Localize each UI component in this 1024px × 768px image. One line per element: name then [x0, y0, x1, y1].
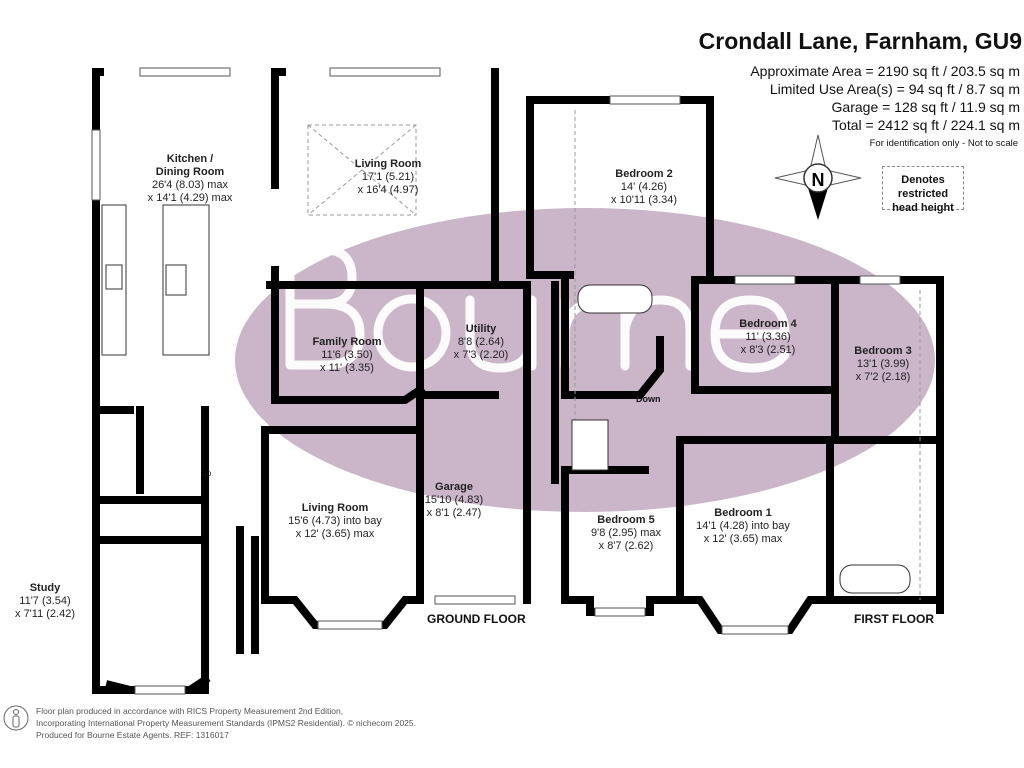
compass-rose: N	[774, 134, 862, 220]
footer-line-2: Incorporating International Property Mea…	[36, 718, 416, 728]
legend-line-1: Denotes restricted	[897, 174, 949, 200]
first-floor-label: FIRST FLOOR	[854, 612, 934, 626]
stairs-down-label: Down	[636, 394, 661, 404]
area-approximate: Approximate Area = 2190 sq ft / 203.5 sq…	[750, 63, 1020, 79]
footer-line-3: Produced for Bourne Estate Agents. REF: …	[36, 730, 229, 740]
footer-disclaimer: Floor plan produced in accordance with R…	[36, 705, 416, 741]
fixtures	[101, 204, 911, 594]
compass-north-label: N	[812, 170, 825, 190]
footer-line-1: Floor plan produced in accordance with R…	[36, 706, 344, 716]
area-summary: Approximate Area = 2190 sq ft / 203.5 sq…	[750, 62, 1020, 134]
ground-floor-label: GROUND FLOOR	[427, 612, 526, 626]
stairs-up-label: Up	[201, 469, 212, 478]
property-title: Crondall Lane, Farnham, GU9	[698, 28, 1022, 54]
area-garage: Garage = 128 sq ft / 11.9 sq m	[831, 99, 1020, 115]
windows	[91, 67, 901, 695]
area-total: Total = 2412 sq ft / 224.1 sq m	[832, 117, 1020, 133]
legend-line-2: head height	[892, 202, 954, 214]
area-limited-use: Limited Use Area(s) = 94 sq ft / 8.7 sq …	[769, 81, 1020, 97]
restricted-height-legend: Denotes restricted head height	[882, 166, 964, 214]
restricted-height-areas	[307, 110, 921, 600]
scale-note: For identification only - Not to scale	[869, 138, 1018, 149]
walls	[92, 68, 944, 694]
person-icon	[3, 705, 29, 731]
